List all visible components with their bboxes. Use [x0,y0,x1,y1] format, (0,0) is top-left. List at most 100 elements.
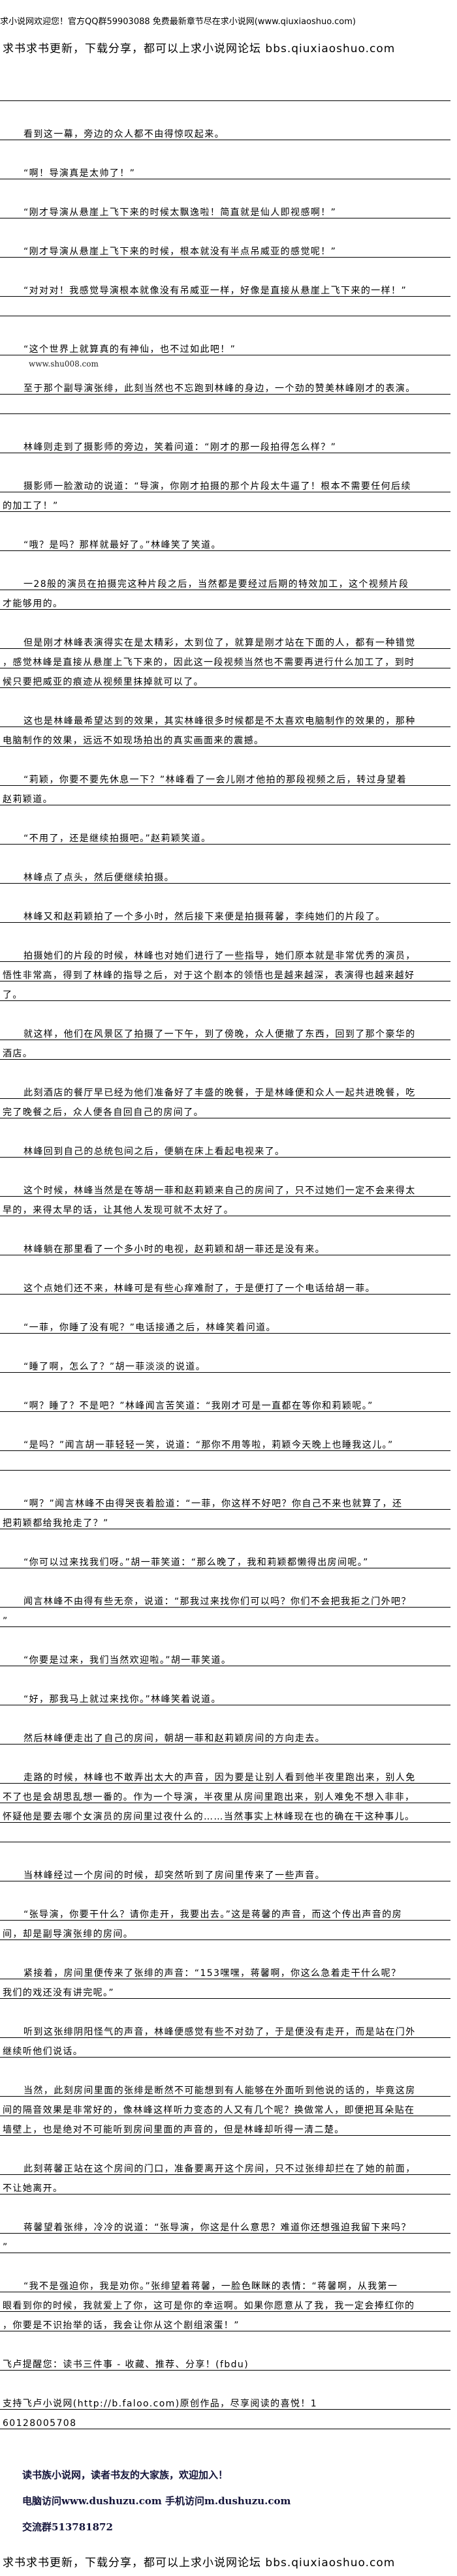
paragraph: 摄影师一脸激动的说道：“导演，你刚才拍摄的那个片段太牛逼了！根本不需要任何后续的… [0,473,450,512]
paragraph: 听到这张绯阴阳怪气的声音，林峰便感觉有些不对劲了，于是便没有走开，而是站在门外继… [0,2018,450,2058]
paragraph: 紧接着，房间里便传来了张绯的声音：“153嘿嘿，蒋馨啊，你这么急着走干什么呢？我… [0,1960,450,1999]
paragraph: 蒋馨望着张绯，冷冷的说道：“张导演，你这是什么意思？难道你还想强迫我留下来吗？” [0,2214,450,2253]
text-line: 酒店。 [0,1040,450,1060]
text-line: 林峰回到自己的总统包间之后，便躺在床上看起电视来了。 [0,1138,450,1158]
text-line: “是吗？”闻言胡一菲轻轻一笑，说道：“那你不用等啦，莉颖今天晚上也睡我这儿。” [0,1431,450,1451]
text-line: “对对对！我感觉导演根本就像没有吊威亚一样，好像是直接从悬崖上飞下来的一样！” [0,277,450,297]
text-line: ，你要是不识抬举的话，我会让你从这个剧组滚蛋！” [0,2312,450,2331]
paragraph: 一28般的演员在拍摄完这种片段之后，当然都是要经过后期的特效加工，这个视频片段才… [0,571,450,610]
text-line: 60128005708 [0,2410,450,2429]
text-line: “好，那我马上就过来找你。”林峰笑着说道。 [0,1686,450,1705]
text-line: 继续听他们说话。 [0,2038,450,2058]
text-line: 电脑制作的效果，远远不如现场拍出的真实画面来的震撼。 [0,727,450,747]
text-line: “莉颖，你要不要先休息一下？”林峰看了一会儿刚才他拍的那段视频之后，转过身望着 [0,766,450,786]
text-line: ，感觉林峰是直接从悬崖上飞下来的，因此这一段视频当然也不需要再进行什么加工了，到… [0,649,450,668]
text-line: 然后林峰便走出了自己的房间，朝胡一菲和赵莉颖房间的方向走去。 [0,1725,450,1745]
text-line: 的加工了！” [0,492,450,512]
paragraph: 此刻酒店的餐厅早已经为他们准备好了丰盛的晚餐，于是林峰便和众人一起共进晚餐，吃完… [0,1079,450,1118]
paragraph: 林峰又和赵莉颖拍了一个多小时，然后接下来便是拍摄蒋馨，李纯她们的片段了。 [0,903,450,923]
paragraph: “对对对！我感觉导演根本就像没有吊威亚一样，好像是直接从悬崖上飞下来的一样！” [0,277,450,316]
text-line [0,297,450,316]
paragraph: “哦？是吗？那样就最好了。”林峰笑了笑道。 [0,532,450,551]
text-line: “张导演，你要干什么？请你走开，我要出去。”这是蒋馨的声音，而这个传出声音的房 [0,1901,450,1921]
paragraph: 当林峰经过一个房间的时候，却突然听到了房间里传来了一些声音。 [0,1862,450,1881]
paragraph: “张导演，你要干什么？请你走开，我要出去。”这是蒋馨的声音，而这个传出声音的房间… [0,1901,450,1940]
text-line: “啊？”闻言林峰不由得哭丧着脸道：“一菲，你这样不好吧？你自己不来也就算了，还 [0,1490,450,1510]
paragraph: “啊？睡了？不是吧？”林峰闻言苦笑道：“我刚才可是一直都在等你和莉颖呢。” [0,1392,450,1412]
text-line [0,395,450,414]
text-line: 眼看到你的时候，我就爱上了你，这可是你的幸运啊。如果你愿意从了我，我一定会捧红你… [0,2292,450,2312]
text-line: 早的，来得太早的话，让其他人发现可就不太好了。 [0,1197,450,1216]
paragraph: 当然，此刻房间里面的张绯是断然不可能想到有人能够在外面听到他说的话的，毕竟这房间… [0,2077,450,2136]
paragraph: “好，那我马上就过来找你。”林峰笑着说道。 [0,1686,450,1705]
text-line: 林峰躺在那里看了一个多小时的电视，赵莉颖和胡一菲还是没有来。 [0,1236,450,1255]
site-footer: 读书族小说网，读者书友的大家族，欢迎加入！ 电脑访问www.dushuzu.co… [0,2462,457,2569]
text-line: “啊！导演真是太帅了！” [0,160,450,179]
text-line: 候只要把威亚的痕迹从视频里抹掉就可以了。 [0,668,450,688]
chapter-body: 看到这一幕，旁边的众人都不由得惊叹起来。 “啊！导演真是太帅了！” “刚才导演从悬崖… [0,82,450,2449]
text-line: 至于那个副导演张绯，此刻当然也不忘跑到林峰的身边，一个劲的赞美林峰刚才的表演。 [0,375,450,395]
text-line: 怀疑他是要去哪个女演员的房间里过夜什么的……当然事实上林峰现在也的确在干这种事儿… [0,1803,450,1823]
paragraph: “不用了，还是继续拍摄吧。”赵莉颖笑道。 [0,825,450,845]
paragraph: 支持飞卢小说网(http://b.faloo.com)原创作品，尽享阅读的喜悦！… [0,2390,450,2429]
text-line: 当林峰经过一个房间的时候，却突然听到了房间里传来了一些声音。 [0,1862,450,1881]
paragraph: “你可以过来找我们呀。”胡一菲笑道：“那么晚了，我和莉颖都懒得出房间呢。” [0,1549,450,1568]
header-divider [0,82,450,101]
footer-forum-banner: 求书求书更新，下载分享，都可以上求小说网论坛 bbs.qiuxiaoshuo.c… [3,2556,396,2569]
text-line: ” [0,1608,450,1627]
watermark-text: www.shu008.com [29,359,99,368]
paragraph: 林峰则走到了摄影师的旁边，笑着问道：“刚才的那一段拍得怎么样？” [0,434,450,453]
paragraph: 林峰点了点头，然后便继续拍摄。 [0,864,450,884]
paragraph: “睡了啊，怎么了？”胡一菲淡淡的说道。 [0,1353,450,1373]
paragraph: 飞卢提醒您：读书三件事 - 收藏、推荐、分享！(fbdu) [0,2351,450,2371]
paragraph: 就这样，他们在风景区了拍摄了一下午，到了傍晚，众人便撤了东西，回到了那个豪华的酒… [0,1021,450,1060]
text-line: 拍摄她们的片段的时候，林峰也对她们进行了一些指导，她们原本就是非常优秀的演员， [0,942,450,962]
text-line: 悟性非常高，得到了林峰的指导之后，对于这个剧本的领悟也是越来越深，表演得也越来越… [0,962,450,981]
paragraph: 然后林峰便走出了自己的房间，朝胡一菲和赵莉颖房间的方向走去。 [0,1725,450,1745]
paragraph: 闻言林峰不由得有些无奈，说道：“那我过来找你们可以吗？你们不会把我拒之门外吧？” [0,1588,450,1627]
text-line: 但是刚才林峰表演得实在是太精彩，太到位了，就算是刚才站在下面的人，都有一种错觉 [0,629,450,649]
paragraph: “刚才导演从悬崖上飞下来的时候太飘逸啦！简直就是仙人即视感啊！” [0,199,450,218]
paragraph: 林峰回到自己的总统包间之后，便躺在床上看起电视来了。 [0,1138,450,1158]
text-line: 林峰点了点头，然后便继续拍摄。 [0,864,450,884]
paragraph: “啊！导演真是太帅了！” [0,160,450,179]
text-line: 间的隔音效果是非常好的，像林峰这样听力变态的人又有几个呢？换做常人，即便把耳朵贴… [0,2097,450,2116]
paragraph: 这也是林峰最希望达到的效果，其实林峰很多时候都是不太喜欢电脑制作的效果的，那种电… [0,708,450,747]
text-line: 蒋馨望着张绯，冷冷的说道：“张导演，你这是什么意思？难道你还想强迫我留下来吗？ [0,2214,450,2234]
text-line: ” [0,2234,450,2253]
paragraph: 但是刚才林峰表演得实在是太精彩，太到位了，就算是刚才站在下面的人，都有一种错觉，… [0,629,450,688]
text-line: 紧接着，房间里便传来了张绯的声音：“153嘿嘿，蒋馨啊，你这么急着走干什么呢？ [0,1960,450,1979]
text-line: “睡了啊，怎么了？”胡一菲淡淡的说道。 [0,1353,450,1373]
text-line: 这个时候，林峰当然是在等胡一菲和赵莉颖来自己的房间了，只不过她们一定不会来得太 [0,1177,450,1197]
text-line: 我们的戏还没有讲完呢。” [0,1979,450,1999]
paragraph: 这个点她们还不来，林峰可是有些心痒难耐了，于是便打了一个电话给胡一菲。 [0,1275,450,1295]
paragraph: “这个世界上就算真的有神仙，也不过如此吧！” [0,336,450,355]
text-line: 林峰则走到了摄影师的旁边，笑着问道：“刚才的那一段拍得怎么样？” [0,434,450,453]
text-line: “刚才导演从悬崖上飞下来的时候，根本就没有半点吊威亚的感觉呢！” [0,238,450,258]
paragraph: 看到这一幕，旁边的众人都不由得惊叹起来。 [0,121,450,140]
text-line: 把莉颖都给我抢走了？” [0,1510,450,1529]
footer-access-urls: 电脑访问www.dushuzu.com 手机访问m.dushuzu.com [22,2495,291,2507]
footer-slogan: 读书族小说网，读者书友的大家族，欢迎加入！ [22,2469,228,2481]
text-line: 听到这张绯阴阳怪气的声音，林峰便感觉有些不对劲了，于是便没有走开，而是站在门外 [0,2018,450,2038]
text-line: “啊？睡了？不是吧？”林峰闻言苦笑道：“我刚才可是一直都在等你和莉颖呢。” [0,1392,450,1412]
paragraph: 这个时候，林峰当然是在等胡一菲和赵莉颖来自己的房间了，只不过她们一定不会来得太早… [0,1177,450,1216]
paragraph: 林峰躺在那里看了一个多小时的电视，赵莉颖和胡一菲还是没有来。 [0,1236,450,1255]
text-line: 就这样，他们在风景区了拍摄了一下午，到了傍晚，众人便撤了东西，回到了那个豪华的 [0,1021,450,1040]
text-line: 林峰又和赵莉颖拍了一个多小时，然后接下来便是拍摄蒋馨，李纯她们的片段了。 [0,903,450,923]
text-line: “刚才导演从悬崖上飞下来的时候太飘逸啦！简直就是仙人即视感啊！” [0,199,450,218]
paragraph: “我不是强迫你，我是劝你。”张绯望着蒋馨，一脸色眯眯的表情：“蒋馨啊，从我第一眼… [0,2273,450,2331]
text-line: 摄影师一脸激动的说道：“导演，你刚才拍摄的那个片段太牛逼了！根本不需要任何后续 [0,473,450,492]
site-welcome-banner: 求小说网欢迎您！官方QQ群59903088 免费最新章节尽在求小说网(www.q… [0,17,356,27]
text-line: “不用了，还是继续拍摄吧。”赵莉颖笑道。 [0,825,450,845]
text-line: 这也是林峰最希望达到的效果，其实林峰很多时候都是不太喜欢电脑制作的效果的，那种 [0,708,450,727]
text-line [0,1451,450,1471]
text-line: 这个点她们还不来，林峰可是有些心痒难耐了，于是便打了一个电话给胡一菲。 [0,1275,450,1295]
text-line: 了。 [0,981,450,1001]
text-line: 闻言林峰不由得有些无奈，说道：“那我过来找你们可以吗？你们不会把我拒之门外吧？ [0,1588,450,1608]
text-line: 飞卢提醒您：读书三件事 - 收藏、推荐、分享！(fbdu) [0,2351,450,2371]
paragraph: www.shu008.com 至于那个副导演张绯，此刻当然也不忘跑到林峰的身边，一… [0,359,450,414]
paragraph: 此刻蒋馨正站在这个房间的门口，准备要离开这个房间，只不过张绯却拦在了她的前面，不… [0,2155,450,2194]
paragraph: “一菲，你睡了没有呢？”电话接通之后，林峰笑着问道。 [0,1314,450,1334]
paragraph: “刚才导演从悬崖上飞下来的时候，根本就没有半点吊威亚的感觉呢！” [0,238,450,258]
